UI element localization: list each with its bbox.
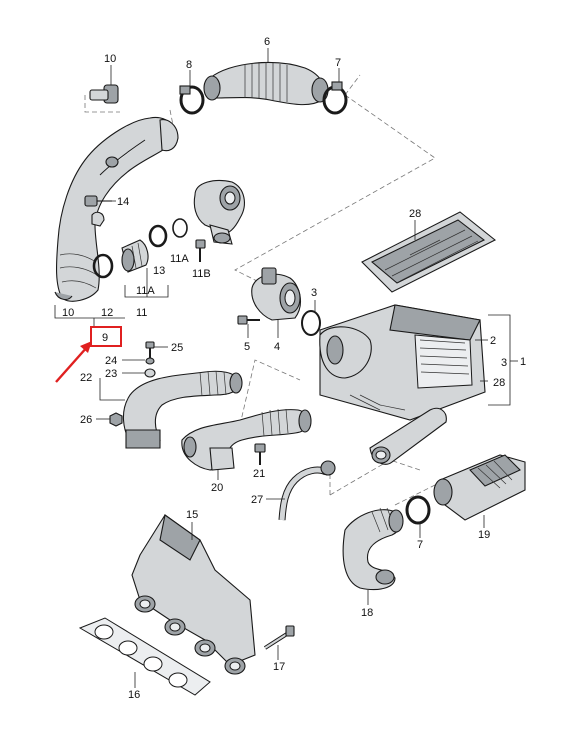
label-14: 14 — [117, 196, 129, 208]
label-20: 20 — [211, 482, 223, 494]
clamp-12 — [92, 253, 114, 279]
label-1: 1 — [520, 356, 526, 368]
pipe-20 — [181, 408, 312, 480]
clamp-7-top — [322, 68, 348, 115]
label-23: 23 — [105, 368, 117, 380]
maf-sensor-4 — [251, 267, 301, 338]
bolt-14 — [84, 195, 116, 207]
label-8: 8 — [186, 59, 192, 71]
sensor-10 — [89, 65, 119, 104]
valve-11 — [193, 179, 245, 245]
label-4: 4 — [274, 341, 280, 353]
label-3: 3 — [311, 287, 317, 299]
part-labels: 1 2 3 3 4 5 6 7 7 8 9 10 10 11 11A 11A 1… — [62, 36, 526, 701]
clamp-8 — [179, 70, 205, 115]
label-11: 11 — [136, 307, 147, 319]
nut-26 — [96, 412, 123, 427]
clip-14b — [91, 211, 105, 227]
bolt-11b — [195, 239, 206, 262]
grommet-23 — [122, 368, 156, 378]
filter-lid-28 — [361, 211, 497, 293]
label-24: 24 — [105, 355, 117, 367]
label-6: 6 — [264, 36, 270, 48]
label-13: 13 — [153, 265, 165, 277]
label-28: 28 — [409, 208, 421, 220]
label-7: 7 — [335, 57, 341, 69]
ring-3 — [301, 300, 321, 336]
gasket-16 — [78, 617, 211, 696]
connector-13 — [121, 239, 149, 273]
label-16: 16 — [128, 689, 140, 701]
label-11a2: 11A — [170, 253, 189, 265]
manifold-15 — [131, 514, 256, 675]
hose-18 — [342, 507, 404, 605]
label-22: 22 — [80, 372, 92, 384]
clamp-7-bottom — [405, 495, 431, 538]
bolt-21 — [254, 443, 266, 465]
washer-24 — [122, 357, 155, 365]
pipe-22 — [122, 370, 243, 449]
label-21: 21 — [253, 468, 265, 480]
label-9: 9 — [102, 332, 108, 344]
label-27: 27 — [251, 494, 263, 506]
label-28b: 28 — [493, 377, 505, 389]
stud-17 — [263, 625, 295, 660]
intake-pipe-10 — [54, 116, 179, 302]
clamp-11a-top — [148, 224, 168, 248]
label-19: 19 — [478, 529, 490, 541]
label-11a: 11A — [136, 285, 155, 297]
label-5: 5 — [244, 341, 250, 353]
air-filter-housing-1 — [319, 304, 486, 421]
hose-27 — [266, 460, 336, 521]
label-15: 15 — [186, 509, 198, 521]
label-12: 12 — [101, 307, 113, 319]
label-11b: 11B — [192, 268, 211, 280]
label-3b: 3 — [501, 357, 507, 369]
hose-6 — [203, 48, 329, 106]
label-2: 2 — [490, 335, 496, 347]
label-7b: 7 — [417, 539, 423, 551]
highlight-9 — [55, 326, 122, 383]
ring-11a — [172, 218, 188, 238]
filter-outlet-pipe — [369, 407, 447, 465]
label-10b: 10 — [62, 307, 74, 319]
label-26: 26 — [80, 414, 92, 426]
label-10: 10 — [104, 53, 116, 65]
label-17: 17 — [273, 661, 285, 673]
bracket-22 — [99, 378, 125, 401]
bolt-25 — [145, 341, 168, 358]
label-25: 25 — [171, 342, 183, 354]
resonator-19 — [433, 454, 526, 528]
screw-5 — [237, 315, 260, 338]
bracket-1 — [475, 314, 518, 406]
label-18: 18 — [361, 607, 373, 619]
bracket-11 — [124, 268, 169, 298]
